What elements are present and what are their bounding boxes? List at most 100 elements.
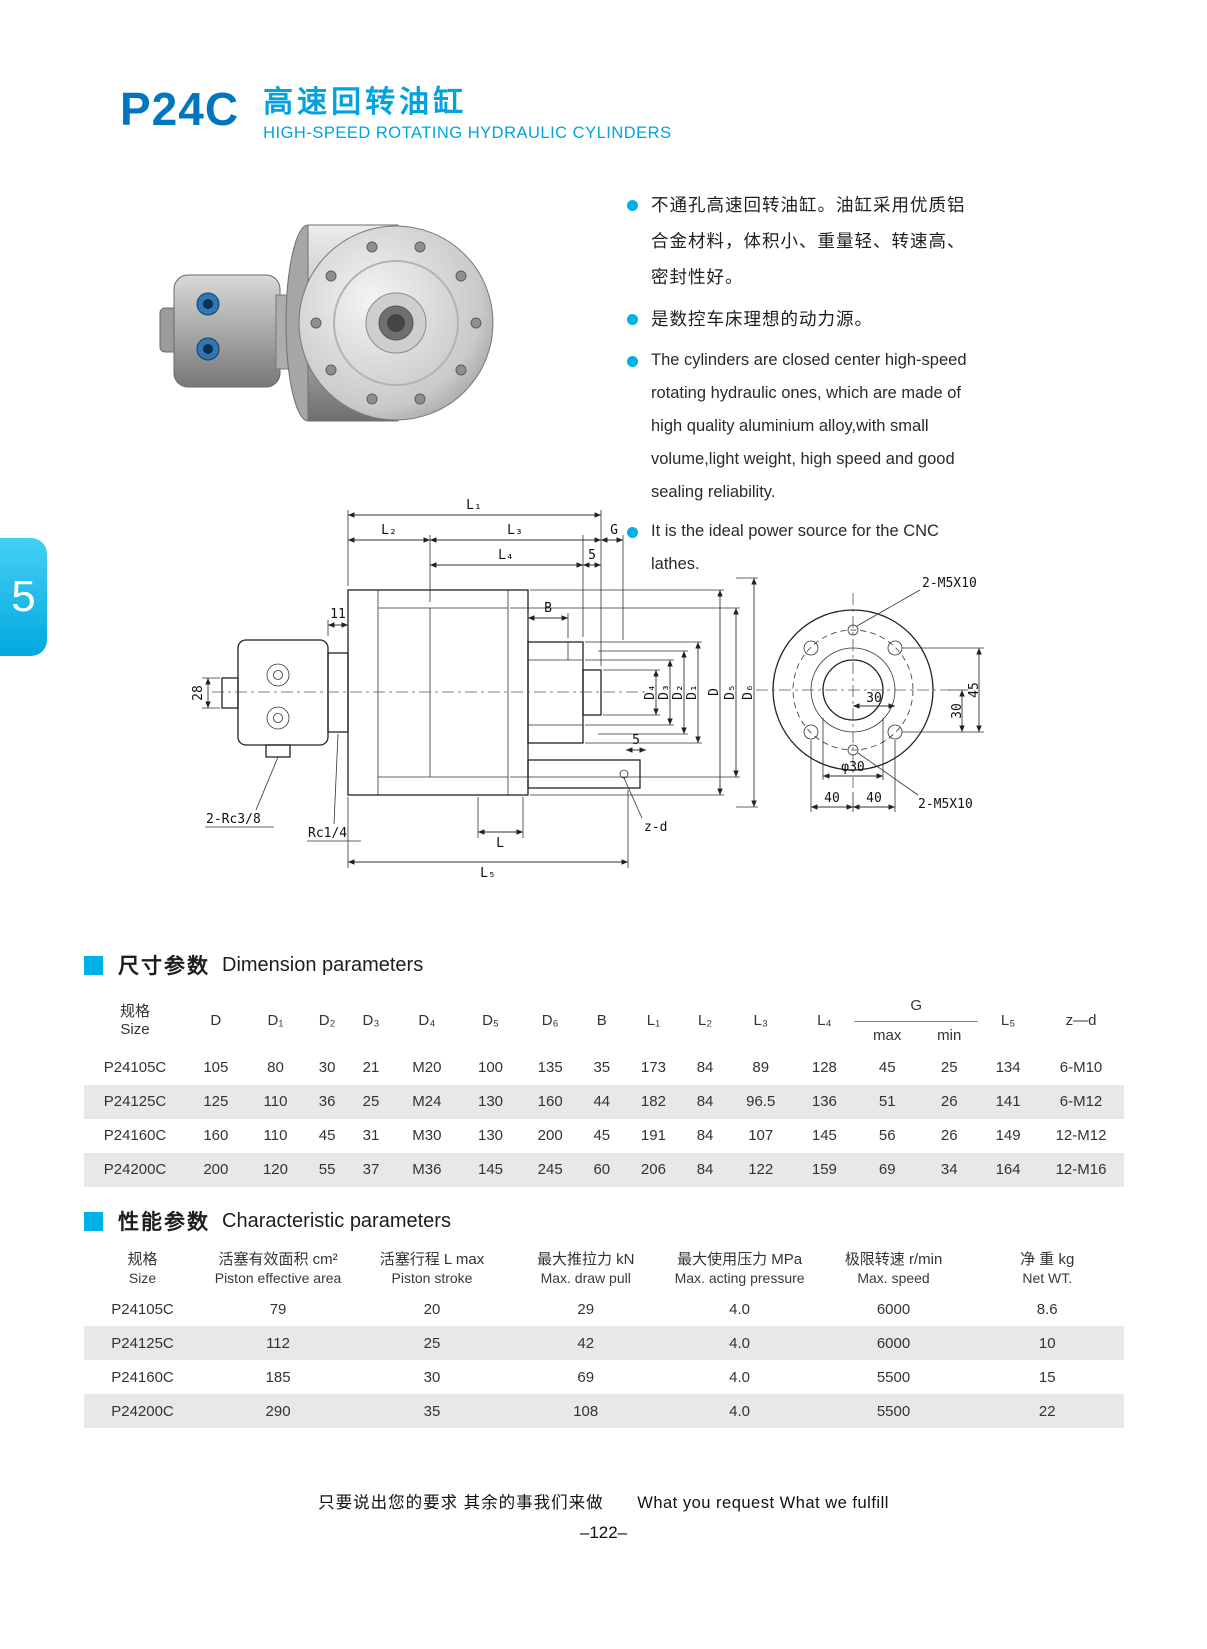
footer-slogan: 只要说出您的要求 其余的事我们来做 What you request What … [0, 1489, 1207, 1513]
table-cell: 191 [640, 1127, 666, 1144]
dim-label-11: 11 [330, 607, 346, 622]
table-cell: 35 [423, 1402, 441, 1420]
page-title-en: HIGH-SPEED ROTATING HYDRAULIC CYLINDERS [263, 124, 672, 142]
extension-lines [202, 510, 758, 868]
table-cell: 110 [263, 1127, 288, 1144]
table-cell: 42 [577, 1334, 595, 1352]
table-cell: 200 [537, 1127, 563, 1144]
dim-label-m5-bottom: 2-M5X10 [918, 797, 973, 812]
description-bullet: 不通孔高速回转油缸。油缸采用优质铝合金材料，体积小、重量轻、转速高、密封性好。 [627, 188, 983, 296]
table-cell: 128 [811, 1059, 837, 1076]
table-cell: 4.0 [729, 1300, 751, 1318]
dim-label-d6: D₆ [741, 684, 756, 700]
table-cell: 112 [266, 1334, 290, 1352]
dim-label-d4: D₄ [643, 684, 658, 700]
table-row: P24105C 105 80 30 21 M20 100 135 35 173 … [84, 1051, 1124, 1085]
col-zd: z—d [1065, 1011, 1097, 1029]
table-cell: 44 [593, 1093, 611, 1110]
table-cell: 200 [203, 1161, 229, 1178]
table-cell: 55 [318, 1161, 336, 1178]
table-cell: 30 [423, 1368, 441, 1386]
table-cell: 145 [811, 1127, 837, 1144]
table-cell: M30 [412, 1127, 442, 1144]
dimension-table-header: 规格 Size D D₁ D₂ D₃ D₄ D₅ D₆ B L₁ L₂ L₃ L… [84, 992, 1124, 1051]
table-cell: 12-M16 [1055, 1161, 1107, 1178]
table-cell: 35 [593, 1059, 611, 1076]
table-row: P24200C 200 120 55 37 M36 145 245 60 206… [84, 1152, 1124, 1187]
col-l1: L₁ [646, 1011, 661, 1029]
col-size: 规格 Size [84, 992, 186, 1051]
model-code: P24C [120, 83, 240, 135]
col-zh: 净 重 kg [1020, 1251, 1075, 1268]
page-number: –122– [579, 1523, 628, 1542]
table-cell: 84 [696, 1059, 714, 1076]
dim-label-zd: z-d [644, 820, 667, 835]
table-cell: 107 [748, 1127, 774, 1144]
col-d3: D₃ [362, 1011, 380, 1029]
size-cell: P24200C [103, 1161, 167, 1178]
table-cell: 36 [318, 1093, 336, 1110]
table-cell: 26 [940, 1093, 958, 1110]
side-view [212, 589, 648, 796]
table-cell: 37 [362, 1161, 380, 1178]
table-cell: 21 [362, 1059, 380, 1076]
size-cell: P24200C [111, 1402, 174, 1420]
table-cell: 4.0 [729, 1402, 751, 1420]
dim-label-28: 28 [191, 685, 206, 701]
table-row: P24200C 290 35 108 4.0 5500 22 [84, 1394, 1124, 1429]
section-characteristic-heading: 性能参数 Characteristic parameters [84, 1206, 451, 1236]
table-cell: 135 [537, 1059, 563, 1076]
table-cell: 29 [577, 1300, 595, 1318]
col-size: 规格 Size [84, 1246, 201, 1292]
size-cell: P24160C [111, 1368, 174, 1386]
table-cell: 45 [318, 1127, 336, 1144]
table-cell: 79 [269, 1300, 287, 1318]
col-en: Max. draw pull [540, 1269, 631, 1286]
product-photo [156, 183, 496, 468]
table-cell: 160 [203, 1127, 229, 1144]
table-cell: 145 [478, 1161, 504, 1178]
table-cell: 141 [995, 1093, 1021, 1110]
dim-label-d2: D₂ [671, 684, 686, 700]
col-max-speed: 极限转速 r/min Max. speed [817, 1246, 971, 1292]
table-cell: 134 [995, 1059, 1021, 1076]
dim-label-l: L [496, 836, 504, 851]
dim-label-phi30: φ30 [841, 760, 864, 775]
dimension-lines [205, 512, 757, 865]
characteristic-table: 规格 Size 活塞有效面积 cm² Piston effective area… [84, 1246, 1124, 1429]
col-en: Size [128, 1269, 157, 1286]
col-zh: 极限转速 r/min [844, 1251, 943, 1268]
col-d1: D₁ [267, 1011, 284, 1029]
table-cell: 34 [940, 1161, 958, 1178]
dim-label-d: D [707, 688, 722, 696]
dim-label-l5: L₅ [480, 866, 496, 881]
col-zh: 规格 [127, 1251, 158, 1268]
col-en: Max. speed [857, 1269, 930, 1286]
table-cell: 31 [362, 1127, 380, 1144]
table-cell: M24 [412, 1093, 442, 1110]
col-zh: 最大推拉力 kN [536, 1251, 635, 1268]
table-cell: 80 [267, 1059, 284, 1076]
dim-label-rc38: 2-Rc3/8 [206, 812, 261, 827]
table-cell: 84 [696, 1161, 714, 1178]
dim-label-40-left: 40 [824, 791, 840, 806]
table-cell: 159 [811, 1161, 837, 1178]
dim-label-l4: L₄ [498, 548, 514, 563]
bolt-holes [310, 241, 482, 405]
flange-view [756, 589, 984, 812]
section-marker-icon [84, 1211, 103, 1231]
col-zh: 最大使用压力 MPa [677, 1251, 803, 1268]
table-cell: 4.0 [729, 1334, 751, 1352]
description-list: 不通孔高速回转油缸。油缸采用优质铝合金材料，体积小、重量轻、转速高、密封性好。 … [627, 188, 983, 587]
size-cell: P24160C [103, 1127, 167, 1144]
technical-drawing: L₁ L₂ L₃ G L₄ 5 11 B 28 D₄ D₃ D₂ D₁ D D₅… [178, 490, 990, 895]
table-cell: 105 [203, 1059, 229, 1076]
table-cell: 136 [811, 1093, 837, 1110]
section-title-en: Characteristic parameters [222, 1209, 451, 1232]
col-g: G [854, 992, 979, 1022]
table-cell: 69 [577, 1368, 595, 1386]
table-cell: 26 [940, 1127, 958, 1144]
col-l4: L₄ [817, 1011, 832, 1029]
table-cell: 12-M12 [1055, 1127, 1107, 1144]
col-net-weight: 净 重 kg Net WT. [970, 1246, 1124, 1292]
